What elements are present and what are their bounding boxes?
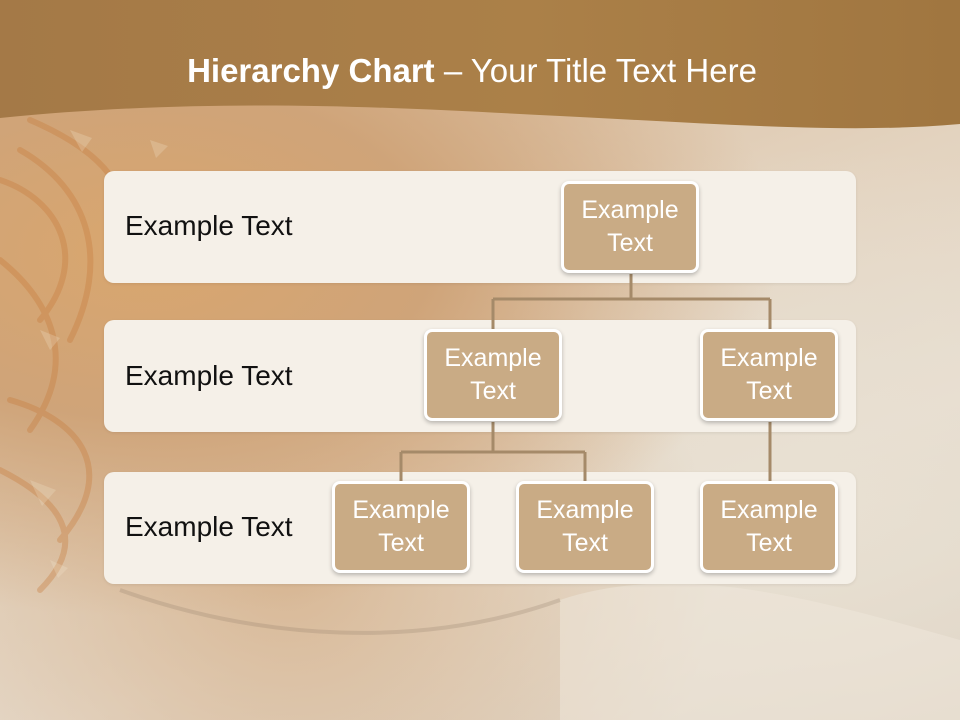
level-label-1: Example Text <box>125 210 293 241</box>
node-level2-right-text: Example Text <box>720 344 818 405</box>
node-level3-c[interactable]: Example Text <box>700 481 838 573</box>
node-level3-a[interactable]: Example Text <box>332 481 470 573</box>
header-band <box>0 0 960 129</box>
node-level2-left[interactable]: Example Text <box>424 329 562 421</box>
level-label-3: Example Text <box>125 511 293 542</box>
title-rest-part: – Your Title Text Here <box>434 52 757 89</box>
node-level3-c-text: Example Text <box>720 496 818 557</box>
slide-title: Hierarchy Chart – Your Title Text Here <box>0 52 944 90</box>
node-root[interactable]: Example Text <box>561 181 699 273</box>
node-root-text: Example Text <box>581 196 679 257</box>
node-level3-b[interactable]: Example Text <box>516 481 654 573</box>
node-level2-left-text: Example Text <box>444 344 542 405</box>
node-level2-right[interactable]: Example Text <box>700 329 838 421</box>
title-bold-part: Hierarchy Chart <box>187 52 435 89</box>
level-label-2: Example Text <box>125 360 293 391</box>
node-level3-a-text: Example Text <box>352 496 450 557</box>
level-band-1 <box>104 171 856 283</box>
node-level3-b-text: Example Text <box>536 496 634 557</box>
